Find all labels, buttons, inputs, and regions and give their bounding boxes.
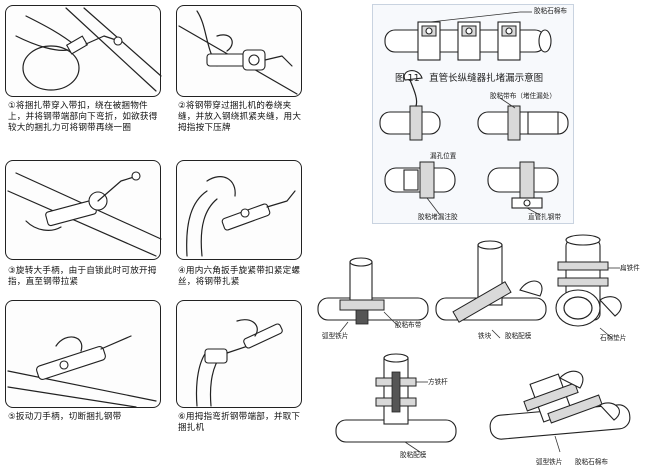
figure-11-title: 图 11 直管长纵缝器扎堵漏示意图 <box>395 73 544 84</box>
label-wire: 直管扎钢带 <box>528 213 561 221</box>
label-square-iron: 方铁杆 <box>428 378 448 386</box>
label-arc-iron-2: 弧型铁片 <box>536 458 563 466</box>
figure-11-panel <box>372 4 574 224</box>
step-6-drawing <box>195 319 283 407</box>
step-3-drawing <box>7 171 162 257</box>
step-2-drawing <box>178 10 298 95</box>
label-arc-iron: 弧型铁片 <box>322 332 349 340</box>
label-seal: 胶粘堵漏注胶 <box>418 213 458 221</box>
label-rubber-asbestos-top: 胶粘石棉布 <box>534 7 567 15</box>
label-rubber-pad: 胶粘配模 <box>505 332 532 340</box>
step-3-illustration <box>5 160 162 260</box>
label-hole-position: 漏孔位置 <box>430 152 457 160</box>
step-5-drawing <box>7 335 157 408</box>
step-4-caption: ④用内六角扳手旋紧带扣紧定螺丝，将钢带扎紧 <box>178 266 301 287</box>
step-6-caption: ⑥用拇指弯折钢带端部，并取下捆扎机 <box>178 412 301 433</box>
step-1-drawing <box>15 7 162 92</box>
step-5-illustration <box>5 300 161 408</box>
step-3-caption: ③旋转大手柄，由于自锁此时可放开拇指，直至钢带拉紧 <box>8 266 157 287</box>
label-iron-block: 铁块 <box>478 332 492 340</box>
label-rubber-pad-2: 胶粘配模 <box>400 451 427 459</box>
label-asbestos-pad: 石棉垫片 <box>600 334 627 342</box>
label-rubber-asbestos: 胶粘石棉布 <box>575 458 608 466</box>
step-4-drawing <box>186 176 296 257</box>
label-wire-ring: 扁铁件 <box>620 264 640 272</box>
step-6-illustration <box>176 300 302 408</box>
step-4-illustration <box>176 160 302 260</box>
step-2-illustration <box>176 5 302 97</box>
label-rubber-mid: 胶粘带布（堵住漏处） <box>490 92 556 100</box>
step-5-caption: ⑤扳动刀手柄，切断捆扎钢带 <box>8 412 122 422</box>
step-2-caption: ②将钢带穿过捆扎机的卷绕夹缝，并放入钢绕抓紧夹缝，用大拇指按下压牌 <box>178 101 302 133</box>
step-1-illustration <box>5 5 162 97</box>
label-rubber-strip: 胶粘布带 <box>395 321 422 329</box>
step-1-caption: ①将捆扎带穿入带扣，绕在被捆物件上，并将钢带端部向下弯折，如欲获得较大的捆扎力可… <box>8 101 158 133</box>
